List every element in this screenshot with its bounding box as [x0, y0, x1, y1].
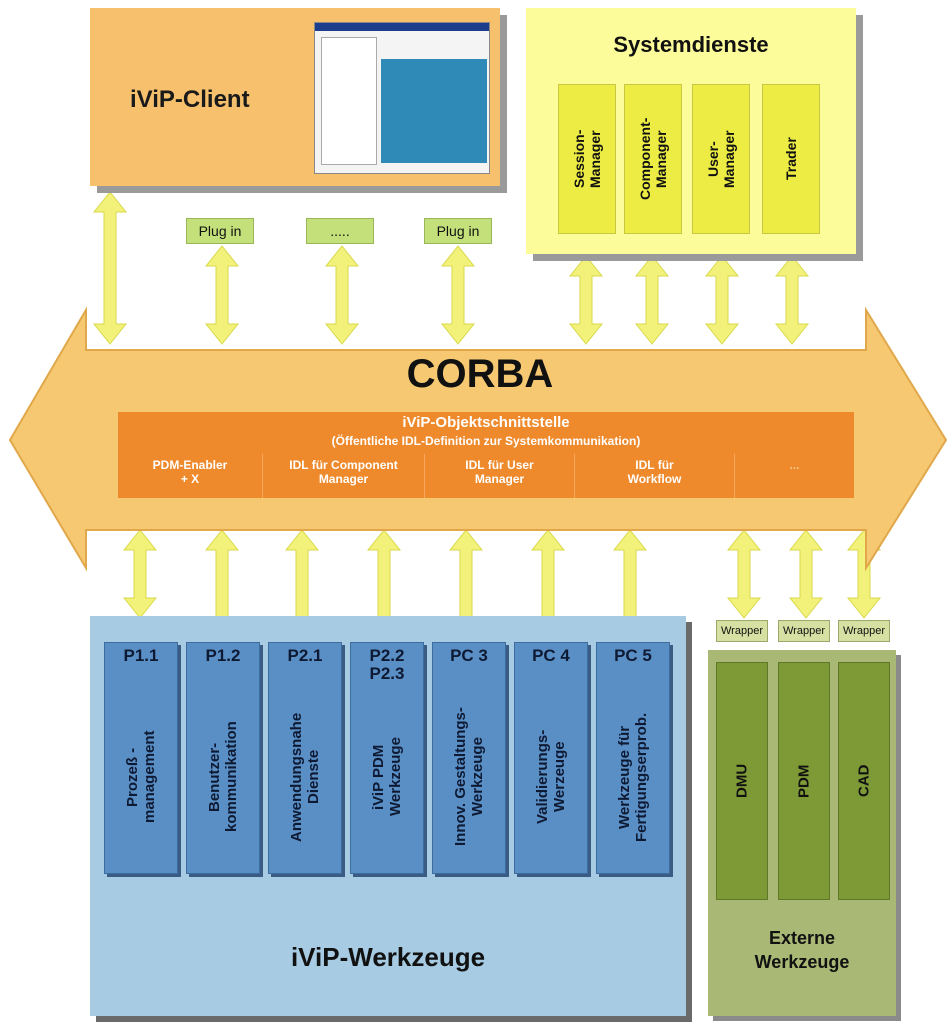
double-arrow-3 [324, 245, 360, 345]
external-tool-pdm: PDM [778, 662, 830, 900]
wrapper-box-cad: Wrapper [838, 620, 890, 642]
client-title: iViP-Client [130, 86, 250, 113]
model-viewport [381, 59, 487, 163]
double-arrow-8 [774, 255, 810, 345]
idl-cell-user-manager: IDL für User Manager [424, 454, 574, 498]
tool-code: PC 4 [532, 646, 570, 665]
tool-column-p21: P2.1 Anwendungsnahe Dienste [268, 642, 342, 874]
tool-label: Anwendungsnahe Dienste [288, 712, 322, 842]
idl-cell-pdm-enabler: PDM-Enabler + X [152, 458, 228, 486]
tool-column-pc5: PC 5 Werkzeuge für Fertigungserprob. [596, 642, 670, 874]
double-arrow-4 [440, 245, 476, 345]
tool-label: Validierungs- Werzeuge [534, 729, 568, 825]
tool-code: PC 3 [450, 646, 488, 665]
wrapper-box-pdm: Wrapper [778, 620, 830, 642]
tool-code: P2.1 [287, 646, 323, 665]
double-arrow-7 [704, 255, 740, 345]
client-panel: iViP-Client [90, 8, 500, 186]
tool-column-p22-p23: P2.2 P2.3 iViP PDM Werkzeuge [350, 642, 424, 874]
idl-subtitle: (Öffentliche IDL-Definition zur Systemko… [331, 434, 641, 448]
plugin-box-3: Plug in [424, 218, 492, 244]
double-arrow-16 [726, 529, 762, 619]
plugin-box-2: ..... [306, 218, 374, 244]
tool-code: P1.2 [205, 646, 241, 665]
werkzeuge-title: iViP-Werkzeuge [290, 942, 486, 972]
tool-label: Benutzer- kommunikation [206, 721, 240, 833]
trader-box: Trader [762, 84, 820, 234]
tool-column-pc4: PC 4 Validierungs- Werzeuge [514, 642, 588, 874]
idl-interface-bar: iViP-Objektschnittstelle (Öffentliche ID… [118, 412, 854, 498]
client-screenshot [314, 22, 490, 174]
double-arrow-17 [788, 529, 824, 619]
tool-label: Innov. Gestaltungs- Werkzeuge [452, 707, 486, 847]
idl-cell-more: ... [734, 454, 854, 498]
systemdienste-title: Systemdienste [613, 32, 769, 57]
tool-column-p12: P1.2 Benutzer- kommunikation [186, 642, 260, 874]
double-arrow-2 [204, 245, 240, 345]
idl-title: iViP-Objektschnittstelle [402, 414, 570, 431]
tool-label: Werkzeuge für Fertigungserprob. [616, 712, 650, 842]
wrapper-box-dmu: Wrapper [716, 620, 768, 642]
tree-panel [321, 37, 377, 165]
tool-code: P1.1 [123, 646, 159, 665]
tool-code: PC 5 [614, 646, 652, 665]
tool-column-pc3: PC 3 Innov. Gestaltungs- Werkzeuge [432, 642, 506, 874]
user-manager-box: User- Manager [692, 84, 750, 234]
external-tool-cad: CAD [838, 662, 890, 900]
idl-cell-workflow: IDL für Workflow [574, 454, 734, 498]
external-tool-dmu: DMU [716, 662, 768, 900]
double-arrow-1 [92, 191, 128, 345]
session-manager-box: Session- Manager [558, 84, 616, 234]
tool-label: Prozeß - management [124, 730, 158, 824]
component-manager-box: Component- Manager [624, 84, 682, 234]
corba-title: CORBA [406, 352, 554, 396]
window-titlebar [315, 23, 489, 31]
tool-label: iViP PDM Werkzeuge [370, 737, 404, 817]
tool-code: P2.2 P2.3 [369, 646, 405, 683]
tool-column-p11: P1.1 Prozeß - management [104, 642, 178, 874]
idl-cell-component-manager: IDL für Component Manager [262, 454, 424, 498]
plugin-box-1: Plug in [186, 218, 254, 244]
externe-title: Externe Werkzeuge [754, 928, 850, 972]
double-arrow-6 [634, 255, 670, 345]
double-arrow-5 [568, 255, 604, 345]
